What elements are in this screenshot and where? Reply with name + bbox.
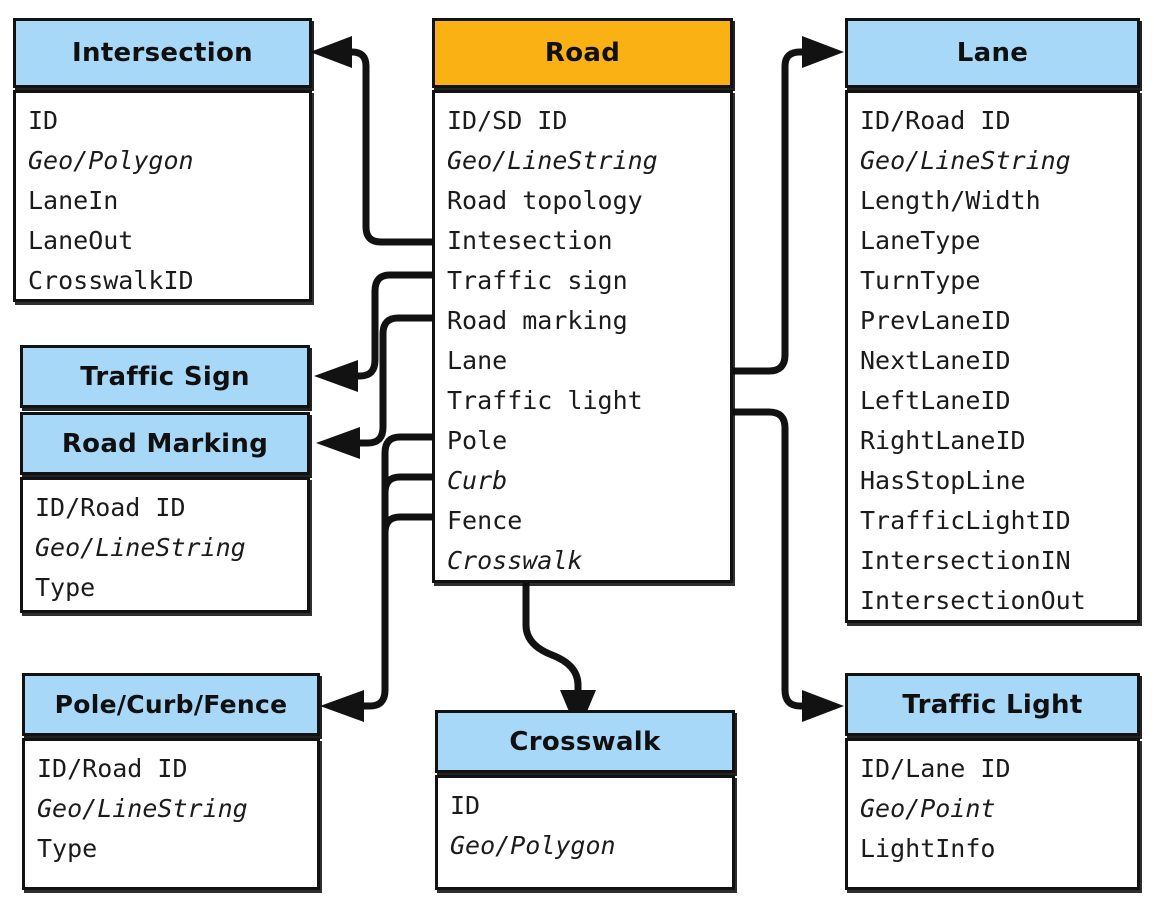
arrowhead-pole-curb-fence	[320, 690, 364, 722]
field: Lane	[447, 346, 508, 375]
field: LightInfo	[860, 834, 996, 863]
connector-road-to-intersection	[310, 36, 436, 246]
pole-curb-fence-field-list: ID/Road ID Geo/LineString Type	[25, 741, 317, 869]
lane-body: ID/Road ID Geo/LineString Length/Width L…	[845, 90, 1140, 623]
road-field-list: ID/SD ID Geo/LineString Road topology In…	[435, 93, 730, 580]
traffic-light-body: ID/Lane ID Geo/Point LightInfo	[845, 738, 1140, 890]
field: CrosswalkID	[28, 266, 194, 295]
road-marking-body: ID/Road ID Geo/LineString Type	[20, 477, 310, 613]
field: Type	[35, 573, 96, 602]
traffic-light-field-list: ID/Lane ID Geo/Point LightInfo	[848, 741, 1137, 869]
field: TrafficLightID	[860, 506, 1071, 535]
road-marking-header[interactable]: Road Marking	[20, 412, 310, 475]
intersection-title: Intersection	[72, 38, 253, 68]
field: IntersectionIN	[860, 546, 1071, 575]
traffic-light-header[interactable]: Traffic Light	[845, 673, 1140, 736]
field: ID	[28, 106, 59, 135]
field: Geo/LineString	[37, 794, 248, 823]
field: LeftLaneID	[860, 386, 1011, 415]
road-marking-title: Road Marking	[61, 428, 269, 459]
lane-field-list: ID/Road ID Geo/LineString Length/Width L…	[848, 93, 1137, 620]
field: IntersectionOut	[860, 586, 1086, 615]
field: Geo/LineString	[860, 146, 1071, 175]
field: NextLaneID	[860, 346, 1011, 375]
lane-header[interactable]: Lane	[845, 18, 1140, 88]
field: Geo/LineString	[35, 533, 246, 562]
connector-road-to-pole	[356, 433, 436, 710]
crosswalk-header[interactable]: Crosswalk	[435, 710, 735, 773]
field: LaneType	[860, 226, 981, 255]
traffic-sign-header[interactable]: Traffic Sign	[20, 345, 310, 408]
road-body: ID/SD ID Geo/LineString Road topology In…	[432, 90, 733, 583]
field: Fence	[447, 506, 523, 535]
road-marking-field-list: ID/Road ID Geo/LineString Type	[23, 480, 307, 608]
crosswalk-title: Crosswalk	[509, 726, 661, 757]
connector-road-to-traffic-sign	[314, 271, 436, 392]
field: ID/Road ID	[35, 493, 186, 522]
field: Geo/Polygon	[450, 831, 616, 860]
connector-road-to-curb	[381, 473, 436, 497]
intersection-header[interactable]: Intersection	[13, 18, 312, 88]
field: Pole	[447, 426, 508, 455]
field: Traffic sign	[447, 266, 628, 295]
field: Road marking	[447, 306, 628, 335]
pole-curb-fence-title: Pole/Curb/Fence	[54, 690, 288, 719]
traffic-sign-title: Traffic Sign	[80, 361, 250, 392]
intersection-body: ID Geo/Polygon LaneIn LaneOut CrosswalkI…	[13, 90, 312, 302]
crosswalk-field-list: ID Geo/Polygon	[438, 778, 732, 866]
crosswalk-body: ID Geo/Polygon	[435, 775, 735, 890]
field: ID/Road ID	[860, 106, 1011, 135]
field: HasStopLine	[860, 466, 1026, 495]
connector-road-to-fence	[381, 513, 436, 537]
road-title: Road	[544, 38, 621, 68]
connector-road-to-traffic-light	[729, 408, 844, 722]
field: Length/Width	[860, 186, 1041, 215]
field: LaneIn	[28, 186, 119, 215]
field: ID/Road ID	[37, 754, 188, 783]
field: LaneOut	[28, 226, 134, 255]
field: PrevLaneID	[860, 306, 1011, 335]
road-header[interactable]: Road	[432, 18, 733, 88]
field: Crosswalk	[447, 546, 583, 575]
field: ID/Lane ID	[860, 754, 1011, 783]
field: Traffic light	[447, 386, 643, 415]
field: Geo/Point	[860, 794, 996, 823]
field: Curb	[447, 466, 508, 495]
field: Geo/LineString	[447, 146, 658, 175]
pole-curb-fence-header[interactable]: Pole/Curb/Fence	[22, 673, 320, 736]
intersection-field-list: ID Geo/Polygon LaneIn LaneOut CrosswalkI…	[16, 93, 309, 299]
field: TurnType	[860, 266, 981, 295]
field: Road topology	[447, 186, 643, 215]
pole-curb-fence-body: ID/Road ID Geo/LineString Type	[22, 738, 320, 890]
field: Intesection	[447, 226, 613, 255]
lane-title: Lane	[956, 38, 1029, 68]
connector-road-to-lane	[729, 36, 844, 375]
field: ID	[450, 791, 481, 820]
field: ID/SD ID	[447, 106, 568, 135]
field: Type	[37, 834, 98, 863]
field: Geo/Polygon	[28, 146, 194, 175]
connector-road-to-road-marking	[316, 314, 436, 459]
field: RightLaneID	[860, 426, 1026, 455]
traffic-light-title: Traffic Light	[902, 689, 1083, 720]
